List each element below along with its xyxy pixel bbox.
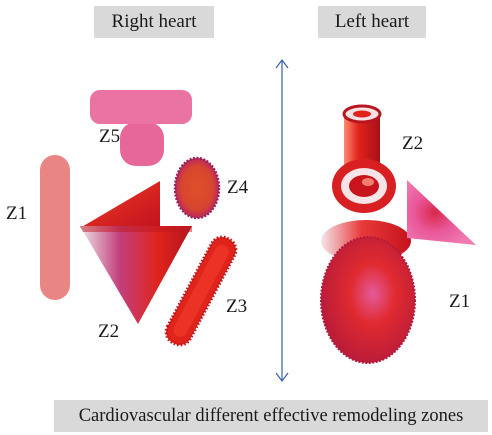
left-z2-shape <box>332 106 396 213</box>
right-zone-label-z3: Z3 <box>226 297 247 316</box>
left-triangle-shape <box>407 180 476 245</box>
right-zone-label-z1: Z1 <box>6 204 27 223</box>
right-z2-shape <box>80 181 192 324</box>
left-zone-label-z1: Z1 <box>449 292 470 311</box>
left-zone-label-z2: Z2 <box>402 134 423 153</box>
figure-caption: Cardiovascular different effective remod… <box>54 400 488 432</box>
right-heart-header: Right heart <box>94 6 214 38</box>
right-z4-shape <box>175 158 219 218</box>
right-zone-label-z2: Z2 <box>98 322 119 341</box>
divider-arrow <box>276 60 288 381</box>
right-zone-label-z4: Z4 <box>227 178 248 197</box>
right-z1-shape <box>40 155 70 300</box>
left-heart-header: Left heart <box>318 6 426 38</box>
left-z1-shape <box>321 237 415 363</box>
right-zone-label-z5: Z5 <box>99 127 120 146</box>
